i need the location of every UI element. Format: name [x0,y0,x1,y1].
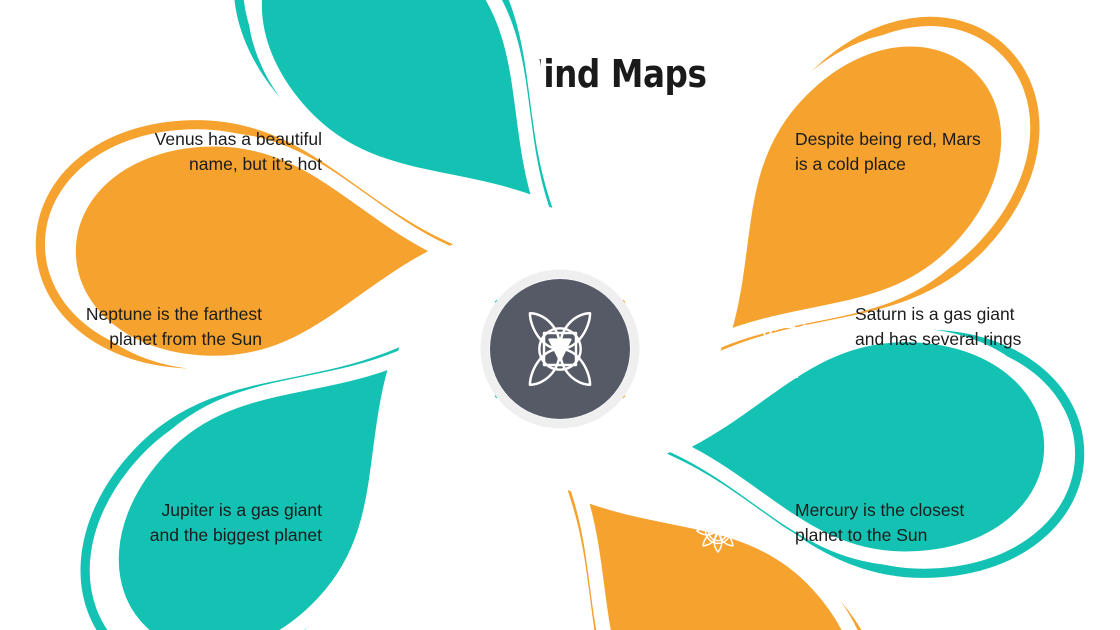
label-saturn: Saturn is a gas giant and has several ri… [855,304,1022,349]
label-mars: Despite being red, Mars is a cold place [795,129,981,174]
label-mercury: Mercury is the closest planet to the Sun [795,500,965,545]
label-venus: Venus has a beautiful name, but it’s hot [154,129,322,174]
label-neptune: Neptune is the farthest planet from the … [85,304,262,349]
label-jupiter: Jupiter is a gas giant and the biggest p… [149,500,322,545]
center-ring [480,269,640,429]
center-hub[interactable] [480,269,640,429]
